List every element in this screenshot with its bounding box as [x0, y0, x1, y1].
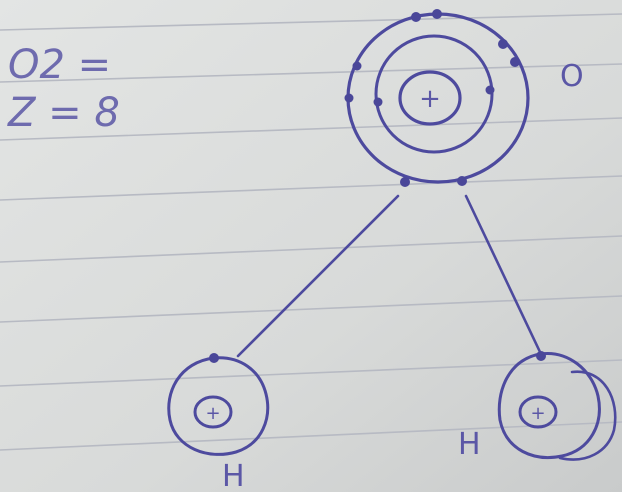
hydrogen-atom-left: + H	[167, 353, 270, 492]
electron	[498, 39, 508, 49]
electron	[510, 57, 520, 67]
electron	[432, 9, 442, 19]
electron	[400, 177, 410, 187]
hydrogen-right-shell	[497, 352, 601, 459]
hydrogen-left-nucleus	[193, 395, 233, 429]
hydrogen-right-nucleus	[518, 395, 558, 429]
hydrogen-right-nucleus-symbol: +	[530, 403, 545, 424]
oxygen-atom: + O	[344, 9, 584, 187]
electron	[411, 12, 421, 22]
electron	[209, 353, 219, 363]
electron	[344, 93, 354, 103]
oxygen-nucleus	[398, 70, 462, 126]
handwritten-notes: O2 = Z = 8	[7, 42, 120, 136]
hydrogen-right-outer-arc	[558, 370, 617, 461]
hydrogen-left-label: H	[222, 459, 245, 492]
atomic-number-note: Z = 8	[7, 90, 120, 136]
hydrogen-right-label: H	[458, 427, 481, 462]
oxygen-nucleus-symbol: +	[419, 84, 441, 114]
electron	[536, 351, 546, 361]
formula-note: O2 =	[8, 42, 111, 88]
bond-right	[464, 194, 542, 354]
covalent-bonds	[236, 194, 542, 358]
electron	[457, 176, 467, 186]
hydrogen-left-shell	[167, 356, 270, 456]
oxygen-electrons	[344, 9, 520, 187]
hydrogen-left-nucleus-symbol: +	[205, 403, 220, 424]
bond-left	[236, 194, 400, 358]
electron	[352, 61, 362, 71]
electron	[485, 85, 495, 95]
oxygen-label: O	[560, 59, 584, 94]
hydrogen-atom-right: + H	[458, 351, 617, 462]
electron	[373, 97, 383, 107]
